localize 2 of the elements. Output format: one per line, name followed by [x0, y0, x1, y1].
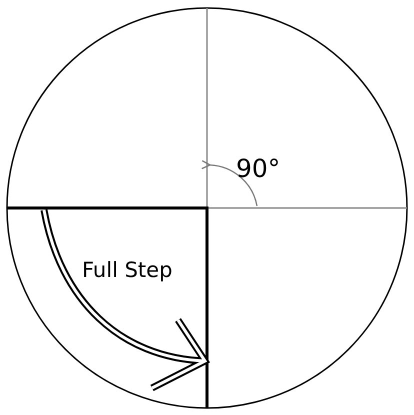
angle-label: 90°: [236, 154, 280, 183]
step-label: Full Step: [82, 258, 172, 282]
